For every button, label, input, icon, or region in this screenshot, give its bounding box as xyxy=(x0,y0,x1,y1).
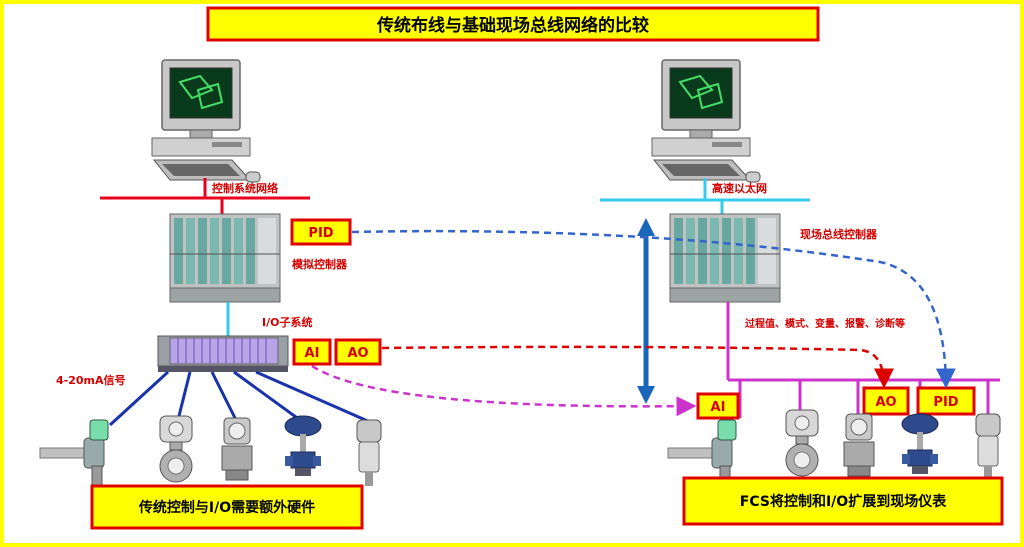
right-temp-sensor-icon xyxy=(975,413,1001,481)
pid-migration-arrow xyxy=(351,229,956,389)
left-caption-box xyxy=(90,484,364,530)
right-computer-icon xyxy=(651,59,761,183)
right-pid-tag xyxy=(916,386,976,416)
left-network-label: 控制系统网络 xyxy=(212,181,278,195)
left-transmitter-icon xyxy=(159,415,193,483)
left-temp-sensor-icon xyxy=(356,419,382,487)
right-network-label: 高速以太网 xyxy=(712,181,767,195)
right-gauge-icon xyxy=(843,413,875,477)
right-valve-icon xyxy=(901,413,939,475)
io-rack-icon xyxy=(157,335,289,372)
svg-text:AI: AI xyxy=(711,400,726,415)
right-bus-label: 过程值、模式、变量、报警、诊断等 xyxy=(745,317,905,330)
svg-text:AO: AO xyxy=(347,346,368,361)
svg-text:PID: PID xyxy=(308,226,333,241)
left-controller-rack-icon xyxy=(169,213,281,303)
right-controller-rack-icon xyxy=(669,213,781,303)
left-ai-tag xyxy=(292,338,332,366)
ai-migration-arrow xyxy=(311,364,697,417)
svg-text:AI: AI xyxy=(305,346,320,361)
io-subsystem-label: I/O子系统 xyxy=(262,315,312,329)
left-pid-tag xyxy=(290,218,352,246)
left-computer-icon xyxy=(151,59,261,183)
right-controller-label: 现场总线控制器 xyxy=(800,227,878,241)
comparison-double-arrow xyxy=(637,218,655,404)
left-caption: 传统控制与I/O需要额外硬件 xyxy=(138,499,315,516)
right-caption-box xyxy=(682,476,1004,526)
right-ai-tag xyxy=(696,392,740,420)
right-transmitter-icon xyxy=(785,409,819,477)
signal-wires xyxy=(108,370,371,427)
left-gauge-icon xyxy=(221,417,253,481)
left-valve-icon xyxy=(284,415,322,477)
ao-migration-arrow xyxy=(381,345,894,389)
svg-text:AO: AO xyxy=(875,395,896,410)
signal-label: 4-20mA信号 xyxy=(56,373,126,387)
right-caption: FCS将控制和I/O扩展到现场仪表 xyxy=(740,493,947,510)
svg-text:PID: PID xyxy=(933,395,958,410)
left-flowmeter-icon xyxy=(39,419,109,489)
left-controller-label: 模拟控制器 xyxy=(292,257,348,271)
left-ao-tag xyxy=(334,338,382,366)
title-box xyxy=(206,6,820,42)
page-title: 传统布线与基础现场总线网络的比较 xyxy=(376,15,649,36)
